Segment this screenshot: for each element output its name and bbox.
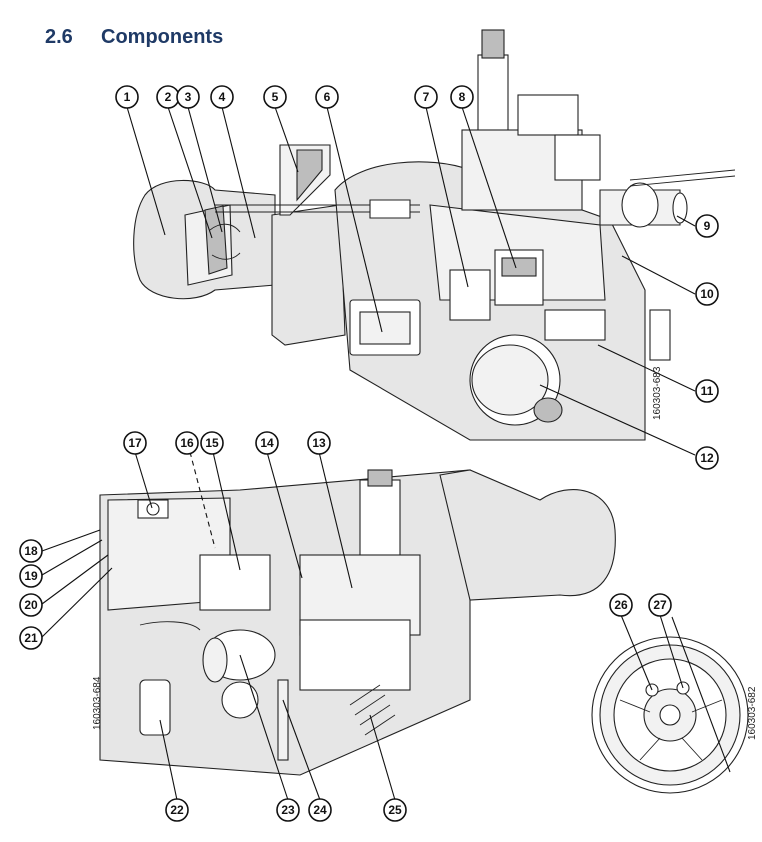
callout-17: 17 bbox=[123, 431, 147, 455]
burner-rear-view: 160303-684 bbox=[92, 469, 616, 776]
callout-14: 14 bbox=[255, 431, 279, 455]
figure-code-684: 160303-684 bbox=[92, 676, 103, 730]
leader-lines bbox=[41, 106, 731, 801]
burner-top-view: 160303-683 bbox=[133, 29, 736, 441]
control-box-15 bbox=[199, 554, 271, 611]
callout-2: 2 bbox=[156, 85, 180, 109]
svg-text:26: 26 bbox=[614, 598, 628, 612]
rear-flame-tube bbox=[439, 469, 616, 601]
relay-7 bbox=[449, 269, 491, 321]
callout-24: 24 bbox=[308, 798, 332, 822]
svg-text:5: 5 bbox=[272, 90, 279, 104]
svg-text:24: 24 bbox=[313, 803, 327, 817]
section-heading: 2.6 Components bbox=[45, 26, 223, 49]
svg-text:4: 4 bbox=[219, 90, 226, 104]
svg-text:16: 16 bbox=[180, 436, 194, 450]
svg-text:15: 15 bbox=[205, 436, 219, 450]
svg-text:3: 3 bbox=[185, 90, 192, 104]
svg-text:10: 10 bbox=[700, 287, 714, 301]
svg-text:9: 9 bbox=[704, 219, 711, 233]
svg-text:19: 19 bbox=[24, 569, 38, 583]
gas-valve-column bbox=[477, 54, 509, 136]
nozzle-detail-view: 160303-682 bbox=[591, 636, 758, 794]
callout-23: 23 bbox=[276, 798, 300, 822]
svg-text:7: 7 bbox=[423, 90, 430, 104]
callout-18: 18 bbox=[19, 539, 43, 563]
svg-text:13: 13 bbox=[312, 436, 326, 450]
callout-8: 8 bbox=[450, 85, 474, 109]
callout-3: 3 bbox=[176, 85, 200, 109]
figure-code-682: 160303-682 bbox=[747, 686, 758, 740]
section-number: 2.6 bbox=[45, 26, 73, 48]
flange-plate bbox=[271, 204, 346, 346]
callout-5: 5 bbox=[263, 85, 287, 109]
callout-22: 22 bbox=[165, 798, 189, 822]
svg-text:14: 14 bbox=[260, 436, 274, 450]
svg-text:1: 1 bbox=[124, 90, 131, 104]
callout-9: 9 bbox=[695, 214, 719, 238]
svg-text:6: 6 bbox=[324, 90, 331, 104]
svg-text:17: 17 bbox=[128, 436, 142, 450]
svg-text:22: 22 bbox=[170, 803, 184, 817]
callout-6: 6 bbox=[315, 85, 339, 109]
svg-text:21: 21 bbox=[24, 631, 38, 645]
svg-text:20: 20 bbox=[24, 598, 38, 612]
svg-text:25: 25 bbox=[388, 803, 402, 817]
svg-text:23: 23 bbox=[281, 803, 295, 817]
callout-26: 26 bbox=[609, 593, 633, 617]
svg-text:12: 12 bbox=[700, 451, 714, 465]
svg-text:18: 18 bbox=[24, 544, 38, 558]
callout-19: 19 bbox=[19, 564, 43, 588]
callout-10: 10 bbox=[695, 282, 719, 306]
callout-20: 20 bbox=[19, 593, 43, 617]
callouts: 1 2 3 4 5 6 7 8 9 10 11 12 13 14 15 16 1… bbox=[19, 85, 719, 822]
svg-text:11: 11 bbox=[701, 384, 714, 398]
callout-16: 16 bbox=[175, 431, 199, 455]
section-title: Components bbox=[101, 26, 224, 48]
pressure-switch-22 bbox=[139, 679, 171, 736]
callout-13: 13 bbox=[307, 431, 331, 455]
callout-1: 1 bbox=[115, 85, 139, 109]
callout-12: 12 bbox=[695, 446, 719, 470]
svg-text:2: 2 bbox=[165, 90, 172, 104]
callout-4: 4 bbox=[210, 85, 234, 109]
callout-7: 7 bbox=[414, 85, 438, 109]
callout-15: 15 bbox=[200, 431, 224, 455]
svg-text:8: 8 bbox=[459, 90, 466, 104]
callout-11: 11 bbox=[695, 379, 719, 403]
callout-27: 27 bbox=[648, 593, 672, 617]
callout-25: 25 bbox=[383, 798, 407, 822]
figure-code-683: 160303-683 bbox=[652, 366, 663, 420]
svg-text:27: 27 bbox=[653, 598, 667, 612]
callout-21: 21 bbox=[19, 626, 43, 650]
